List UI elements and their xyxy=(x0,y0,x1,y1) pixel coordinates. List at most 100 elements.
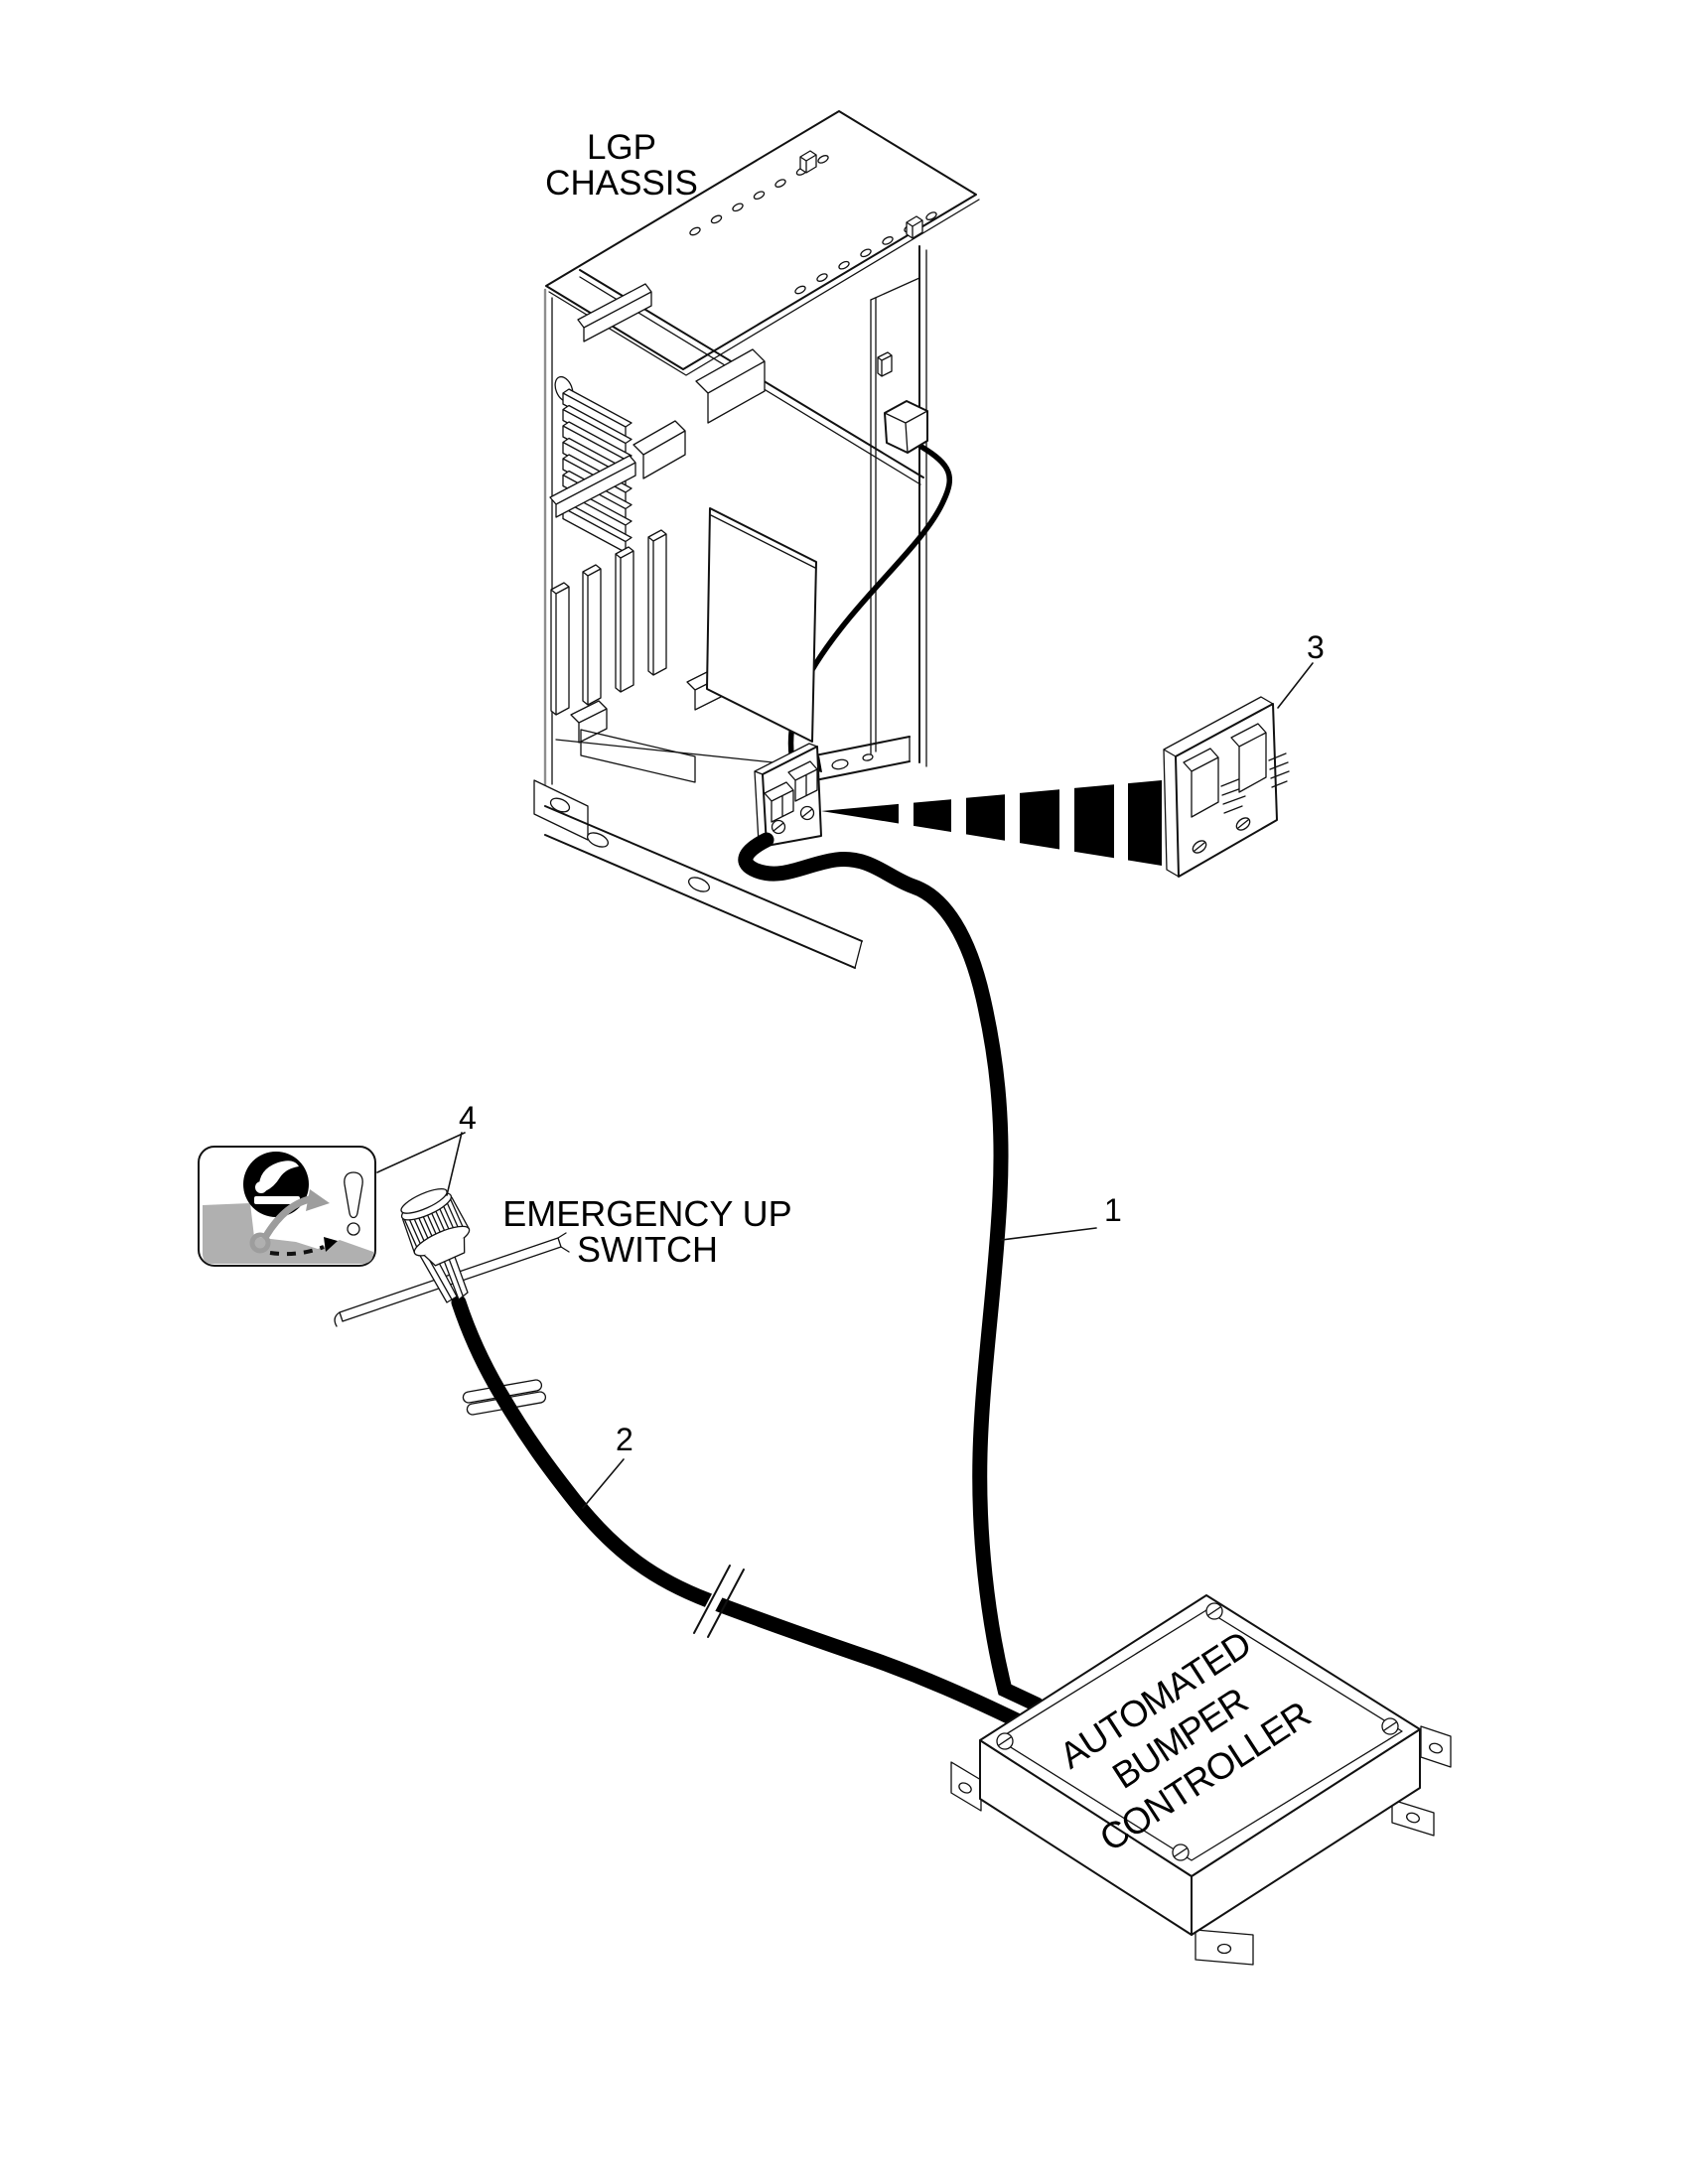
inner-jack xyxy=(787,760,818,802)
warning-label xyxy=(198,1146,376,1267)
vent-hole xyxy=(794,285,806,295)
screw-slot xyxy=(1174,1847,1188,1857)
wall-plate-jack xyxy=(1230,723,1267,793)
rod-ends xyxy=(334,1232,570,1327)
mount-tab-hole xyxy=(958,1782,972,1794)
warning-pictogram-knob xyxy=(255,1181,267,1193)
backplane-top-edge xyxy=(870,277,920,301)
vent-hole xyxy=(774,179,786,188)
callout-4-leader xyxy=(376,1132,466,1173)
warning-dashed-arrowhead xyxy=(324,1237,338,1252)
screw-slot xyxy=(801,808,813,818)
screw-slot xyxy=(1207,1606,1221,1616)
callout-1: 1 xyxy=(1104,1192,1122,1228)
arrow-segment xyxy=(966,794,1005,841)
arrow-segment xyxy=(821,803,899,824)
inner-jack-plate xyxy=(754,743,822,847)
screw-slot xyxy=(1237,819,1249,829)
box-screw xyxy=(1172,1843,1190,1861)
emergency-up-switch-drawing xyxy=(334,1187,570,1327)
wall-plate-jack-hatch xyxy=(1220,777,1246,814)
knurl-line xyxy=(403,1218,419,1252)
daughter-card xyxy=(706,507,817,743)
vent-hole xyxy=(860,248,872,258)
cable-2-switch-to-controller xyxy=(451,1295,1025,1728)
mobo-chip-large xyxy=(695,348,766,424)
floor-front-rail-end xyxy=(854,940,863,969)
slot-tower xyxy=(550,582,570,716)
chassis-label-line1: LGP xyxy=(587,128,656,167)
slot-tower xyxy=(615,546,634,693)
warning-pictogram-circle xyxy=(243,1152,309,1217)
cable-break-marks xyxy=(693,1558,745,1638)
chassis-lid xyxy=(545,110,977,370)
mounting-rod xyxy=(334,1232,570,1327)
warning-floor-gray xyxy=(203,1203,373,1264)
switch-label-line2: SWITCH xyxy=(577,1229,718,1270)
warning-dashed-arc xyxy=(269,1245,325,1257)
back-rail-hole xyxy=(862,753,874,761)
floor-back-edge xyxy=(555,739,783,764)
callout-1-leader xyxy=(1001,1227,1097,1241)
vent-hole xyxy=(882,236,894,245)
screw-slot xyxy=(773,822,784,832)
arrow-segment xyxy=(1074,784,1114,859)
inner-jack xyxy=(764,781,794,823)
warning-pictogram-base xyxy=(254,1196,300,1204)
wall-plate-jack xyxy=(1183,748,1219,818)
chassis-connector-block-edges xyxy=(884,410,928,454)
vent-hole xyxy=(732,203,744,212)
vent-hole xyxy=(710,214,723,224)
vent-hole xyxy=(925,211,937,220)
box-screw xyxy=(996,1732,1014,1750)
text-labels: LGP CHASSIS EMERGENCY UP SWITCH xyxy=(502,128,791,1270)
vent-hole xyxy=(838,260,850,270)
callout-4-leader xyxy=(446,1132,463,1196)
tapered-arrow xyxy=(821,780,1162,866)
box-top-inner-border xyxy=(997,1609,1403,1861)
lid-vent-holes xyxy=(689,155,937,295)
mount-tab-hole xyxy=(1406,1812,1420,1824)
back-rail-hole xyxy=(831,758,849,770)
callouts: 1 2 3 4 xyxy=(376,629,1325,1509)
rail-hole xyxy=(587,832,609,848)
screw-slot xyxy=(1194,842,1205,852)
mount-tab-hole xyxy=(1429,1742,1443,1754)
slot-tower xyxy=(582,564,602,706)
knurl-line xyxy=(449,1198,466,1231)
mobo-chip-small xyxy=(633,420,686,479)
mount-tab-hole xyxy=(1216,1943,1232,1955)
switch-cap xyxy=(400,1187,471,1267)
lgp-chassis-drawing xyxy=(533,110,980,969)
wall-plate xyxy=(1163,696,1290,878)
wall-plate-screw xyxy=(1192,840,1207,854)
arrow-segment xyxy=(1128,780,1162,866)
backplane-chip xyxy=(877,351,893,377)
screw-slot xyxy=(1383,1721,1397,1731)
slot-tower xyxy=(647,529,667,676)
floor-slot xyxy=(580,729,696,783)
warning-motion-arrowhead xyxy=(306,1189,330,1211)
chassis-label-line2: CHASSIS xyxy=(545,164,698,203)
break-gap xyxy=(695,1558,741,1631)
callout-3: 3 xyxy=(1307,629,1325,665)
callout-4: 4 xyxy=(459,1100,477,1136)
lid-clip xyxy=(906,215,923,239)
break-line xyxy=(707,1569,745,1638)
cap-top xyxy=(400,1187,448,1214)
inner-plate-screw xyxy=(771,819,786,835)
inner-plate-screw xyxy=(799,805,815,821)
mobo-bar xyxy=(577,283,652,342)
box-top-face xyxy=(979,1594,1421,1877)
controller-box-drawing: AUTOMATED BUMPER CONTROLLER xyxy=(950,1594,1452,1966)
mobo-bar2 xyxy=(549,455,636,518)
cap-collar xyxy=(423,1237,466,1267)
break-line xyxy=(693,1565,731,1634)
cable-1-controller-to-chassis xyxy=(738,832,1045,1712)
switch-label-line1: EMERGENCY UP xyxy=(502,1193,791,1234)
warning-pictogram-bed xyxy=(258,1160,299,1191)
arrow-segment xyxy=(1020,789,1059,850)
lid-clip xyxy=(799,150,817,174)
